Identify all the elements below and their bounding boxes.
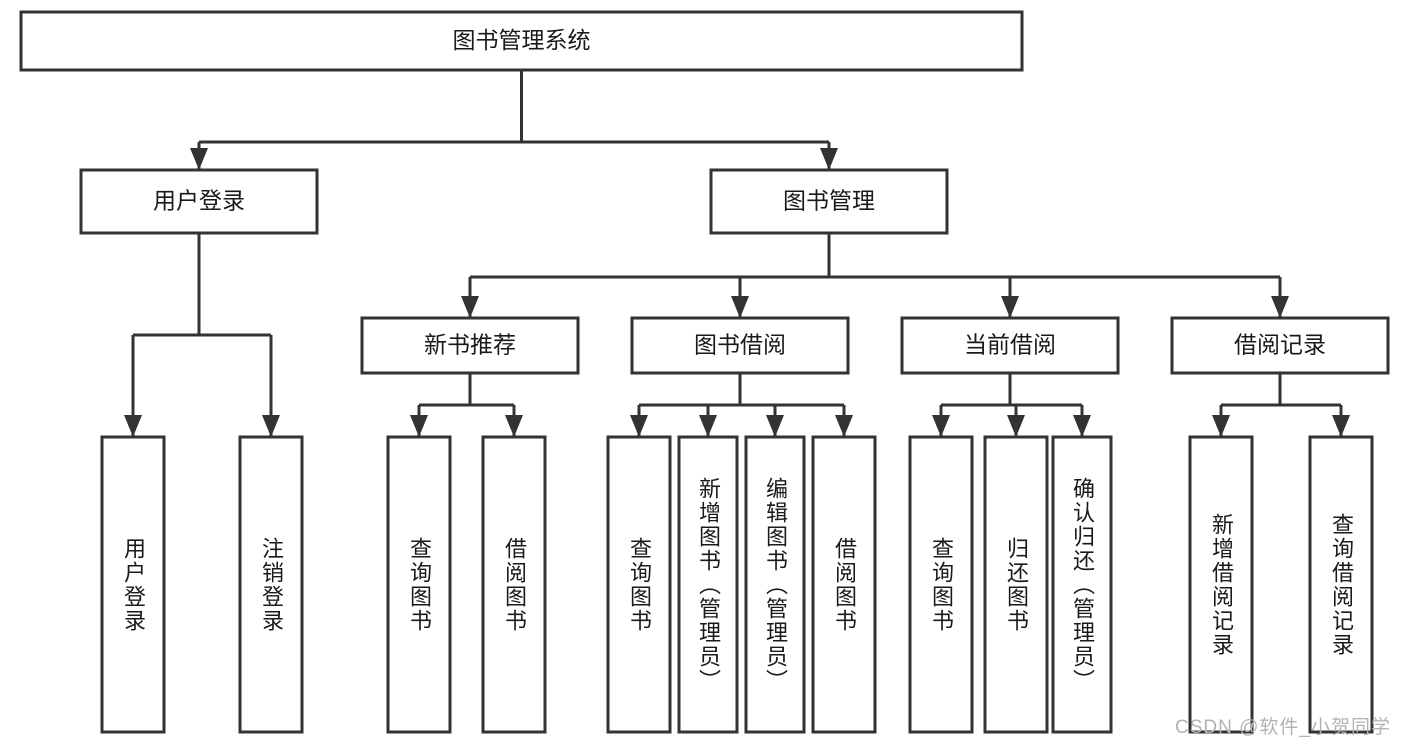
- l2-to-l3-arrow-0: [461, 296, 479, 318]
- node-label-l3-3: 借阅记录: [1234, 332, 1326, 358]
- leaf-box-3[interactable]: [481, 435, 547, 734]
- l3-1-to-leaves-arrow-2: [766, 415, 784, 437]
- leaf-node-1[interactable]: [238, 435, 304, 734]
- node-label-l3-0: 新书推荐: [424, 332, 516, 358]
- leaf-node-9[interactable]: [983, 435, 1049, 734]
- leaf-box-12[interactable]: [1308, 435, 1374, 734]
- node-l3-2[interactable]: 当前借阅: [900, 316, 1120, 375]
- leaf-node-6[interactable]: [744, 435, 806, 734]
- leaf-box-11[interactable]: [1188, 435, 1254, 734]
- node-label-l2-0: 用户登录: [153, 188, 245, 214]
- leaf-box-6[interactable]: [744, 435, 806, 734]
- userlogin-to-leaves-arrow-0: [124, 415, 142, 437]
- node-label-l3-1: 图书借阅: [694, 332, 786, 358]
- root-to-l2-arrow-0: [190, 148, 208, 170]
- watermark: CSDN @软件_小贺同学: [1175, 717, 1391, 738]
- l3-3-to-leaves-arrow-0: [1212, 415, 1230, 437]
- l3-1-to-leaves-arrow-0: [630, 415, 648, 437]
- leaf-box-7[interactable]: [811, 435, 877, 734]
- node-l2-0[interactable]: 用户登录: [79, 168, 319, 235]
- node-box-l3-3[interactable]: [1170, 316, 1390, 375]
- leaf-box-0[interactable]: [100, 435, 166, 734]
- leaf-node-8[interactable]: [908, 435, 974, 734]
- l3-1-to-leaves-arrow-1: [699, 415, 717, 437]
- leaf-box-8[interactable]: [908, 435, 974, 734]
- userlogin-to-leaves-arrow-1: [262, 415, 280, 437]
- node-box-l2-0[interactable]: [79, 168, 319, 235]
- l3-0-to-leaves-arrow-0: [410, 415, 428, 437]
- leaf-node-0[interactable]: [100, 435, 166, 734]
- node-root[interactable]: 图书管理系统: [19, 10, 1024, 72]
- leaf-node-12[interactable]: [1308, 435, 1374, 734]
- node-box-l2-1[interactable]: [709, 168, 949, 235]
- leaf-box-1[interactable]: [238, 435, 304, 734]
- leaf-node-5[interactable]: [677, 435, 739, 734]
- l2-to-l3-arrow-2: [1001, 296, 1019, 318]
- connector-layer: [124, 70, 1350, 437]
- l3-1-to-leaves-arrow-3: [835, 415, 853, 437]
- node-box-l3-0[interactable]: [360, 316, 580, 375]
- leaf-node-4[interactable]: [606, 435, 672, 734]
- l3-2-to-leaves-arrow-1: [1007, 415, 1025, 437]
- leaf-box-2[interactable]: [386, 435, 452, 734]
- node-box-l3-2[interactable]: [900, 316, 1120, 375]
- l2-to-l3-arrow-1: [731, 296, 749, 318]
- node-l3-0[interactable]: 新书推荐: [360, 316, 580, 375]
- l3-3-to-leaves-arrow-1: [1332, 415, 1350, 437]
- leaf-node-3[interactable]: [481, 435, 547, 734]
- l3-2-to-leaves-arrow-0: [932, 415, 950, 437]
- node-box-root[interactable]: [19, 10, 1024, 72]
- node-label-l3-2: 当前借阅: [964, 332, 1056, 358]
- node-l2-1[interactable]: 图书管理: [709, 168, 949, 235]
- leaf-box-4[interactable]: [606, 435, 672, 734]
- node-label-l2-1: 图书管理: [783, 188, 875, 214]
- root-to-l2-arrow-1: [820, 148, 838, 170]
- node-l3-3[interactable]: 借阅记录: [1170, 316, 1390, 375]
- l3-0-to-leaves-arrow-1: [505, 415, 523, 437]
- node-box-l3-1[interactable]: [630, 316, 850, 375]
- l2-to-l3-arrow-3: [1271, 296, 1289, 318]
- node-label-root: 图书管理系统: [453, 27, 591, 53]
- node-l3-1[interactable]: 图书借阅: [630, 316, 850, 375]
- leaf-node-2[interactable]: [386, 435, 452, 734]
- leaf-node-10[interactable]: [1051, 435, 1113, 734]
- leaf-box-5[interactable]: [677, 435, 739, 734]
- leaf-node-7[interactable]: [811, 435, 877, 734]
- leaf-box-9[interactable]: [983, 435, 1049, 734]
- leaf-node-11[interactable]: [1188, 435, 1254, 734]
- leaf-box-10[interactable]: [1051, 435, 1113, 734]
- l3-2-to-leaves-arrow-2: [1073, 415, 1091, 437]
